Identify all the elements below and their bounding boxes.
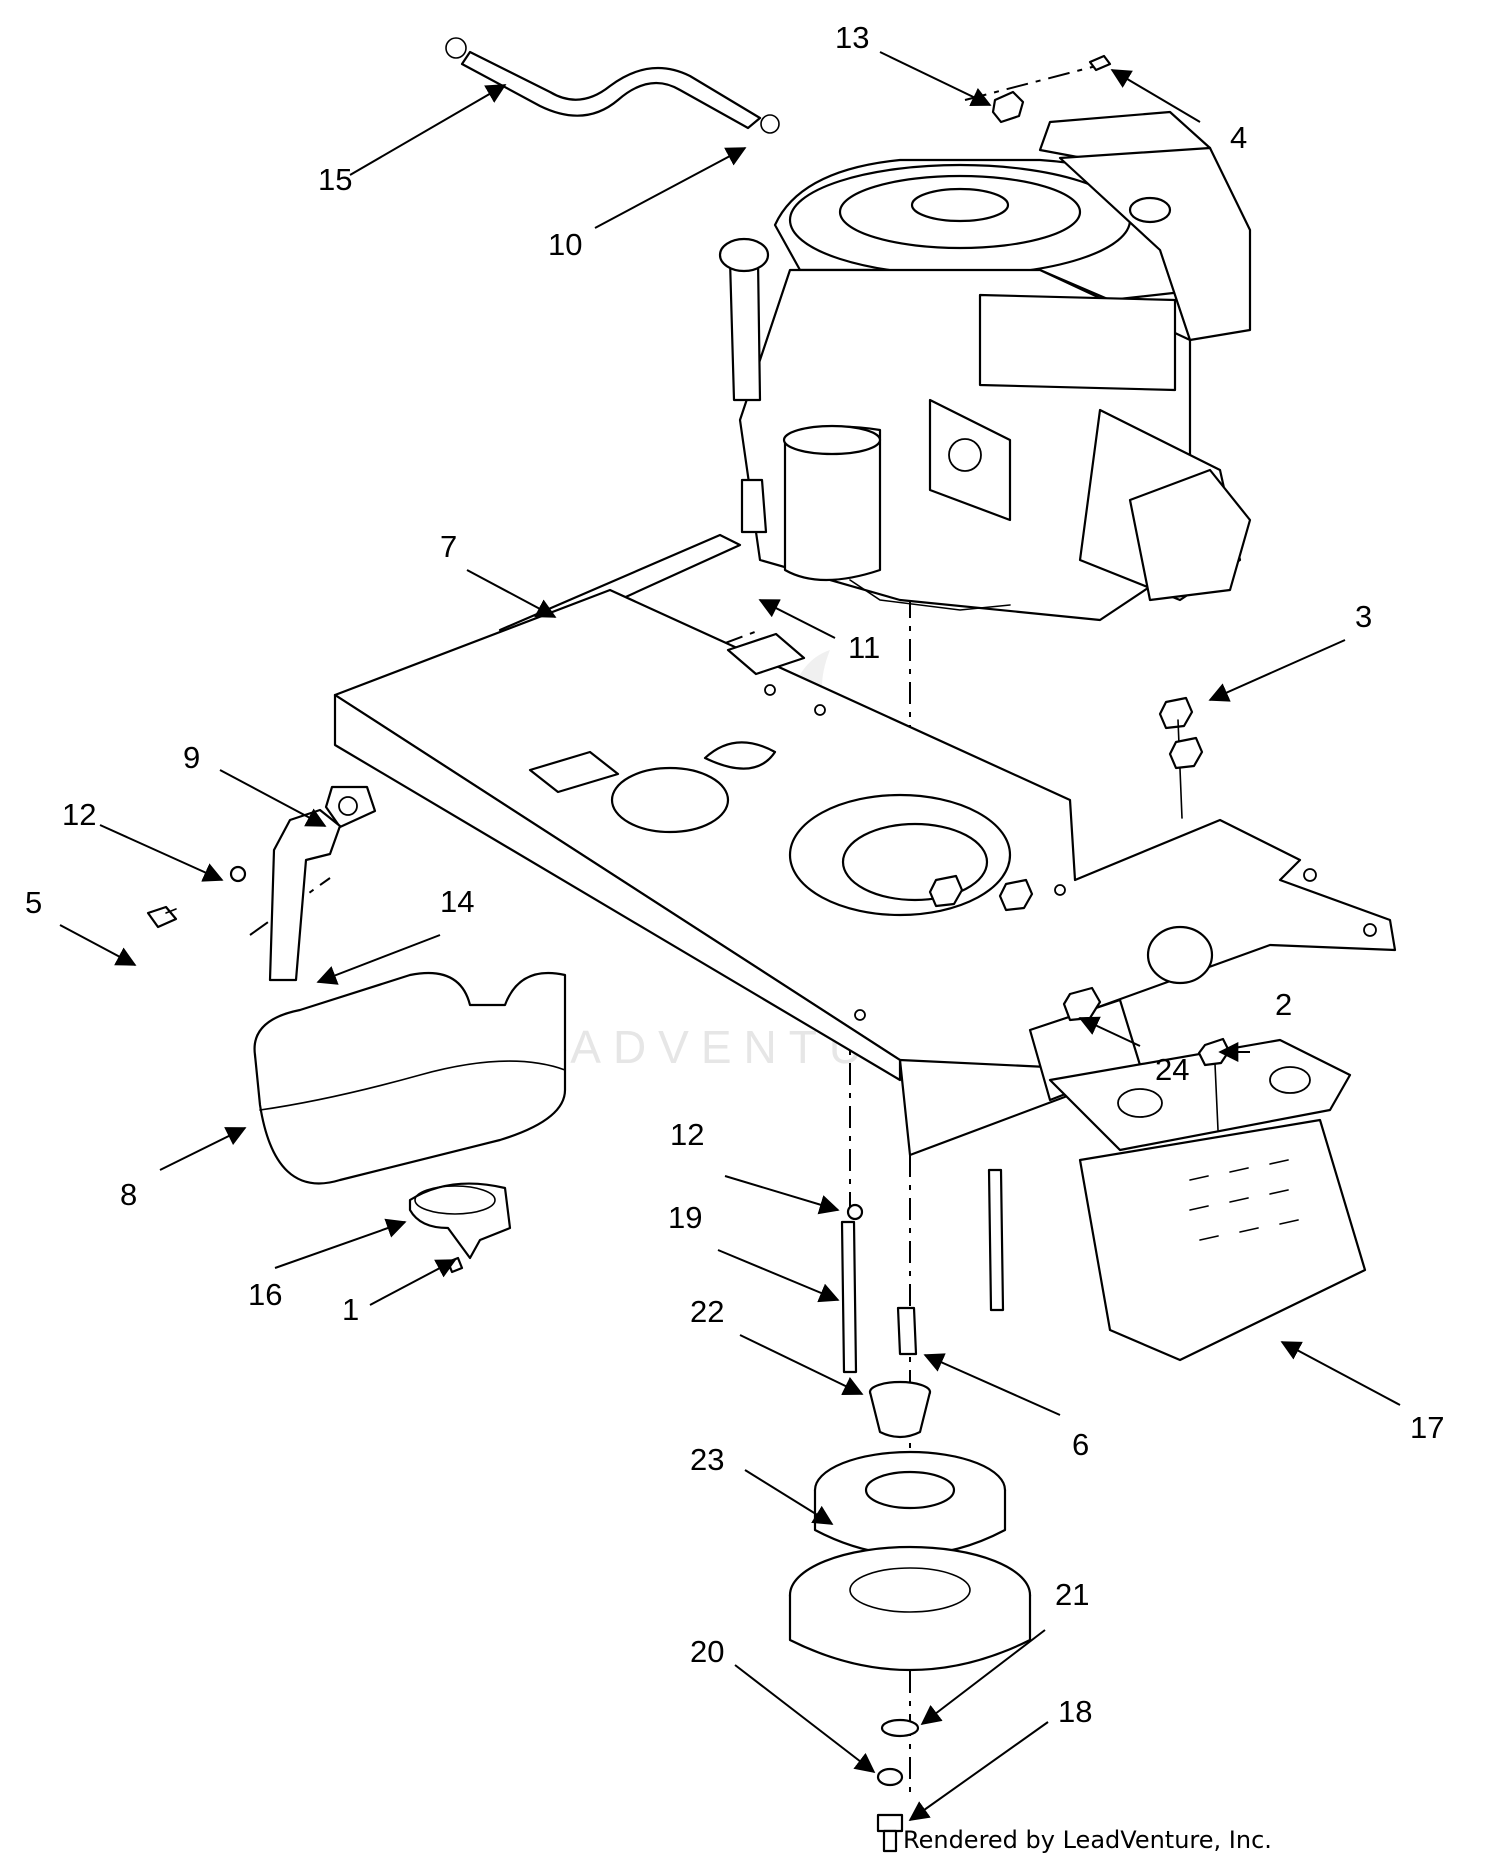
callout-2: 2 xyxy=(1275,987,1292,1022)
callout-10: 10 xyxy=(548,227,582,262)
callout-23: 23 xyxy=(690,1442,724,1477)
callout-4: 4 xyxy=(1230,120,1247,155)
callout-11: 11 xyxy=(848,630,880,665)
callout-3: 3 xyxy=(1355,599,1372,634)
callout-9: 9 xyxy=(183,740,200,775)
frame-part xyxy=(333,588,1397,1157)
callout-19: 19 xyxy=(668,1200,702,1235)
callout-14: 14 xyxy=(440,884,474,919)
callout-13: 13 xyxy=(835,20,869,55)
callout-17: 17 xyxy=(1410,1410,1444,1445)
callout-5: 5 xyxy=(25,885,42,920)
footer-credit: Rendered by LeadVenture, Inc. xyxy=(903,1826,1272,1854)
engine-part xyxy=(718,110,1252,622)
leader-lines xyxy=(59,51,1401,1821)
callout-7: 7 xyxy=(440,529,457,564)
callout-12-top: 12 xyxy=(62,797,96,832)
clip-and-screw-part xyxy=(991,54,1112,124)
callout-12-bottom: 12 xyxy=(670,1117,704,1152)
callout-20: 20 xyxy=(690,1634,724,1669)
callout-21: 21 xyxy=(1055,1577,1089,1612)
callout-22: 22 xyxy=(690,1294,724,1329)
gasket-part xyxy=(324,785,377,829)
callout-18: 18 xyxy=(1058,1694,1092,1729)
fuel-line-part xyxy=(445,37,780,134)
pulley-part xyxy=(788,1450,1032,1671)
callout-6: 6 xyxy=(1072,1427,1089,1462)
callout-16: 16 xyxy=(248,1277,282,1312)
washer-nut-bolt-part xyxy=(876,1718,920,1853)
callout-24: 24 xyxy=(1155,1052,1189,1087)
bolts-part-3 xyxy=(928,696,1204,1022)
bushing-part xyxy=(868,1380,932,1439)
callout-8: 8 xyxy=(120,1177,137,1212)
callout-15: 15 xyxy=(318,162,352,197)
fasteners-part xyxy=(146,865,1231,1374)
muffler-bracket-part xyxy=(408,1182,512,1260)
callout-1: 1 xyxy=(342,1292,359,1327)
heat-guard-part xyxy=(1048,1038,1367,1362)
callout-labels: 15 10 13 4 7 11 3 9 12 5 14 8 24 2 16 1 … xyxy=(25,20,1444,1729)
muffler-part xyxy=(253,808,567,1185)
